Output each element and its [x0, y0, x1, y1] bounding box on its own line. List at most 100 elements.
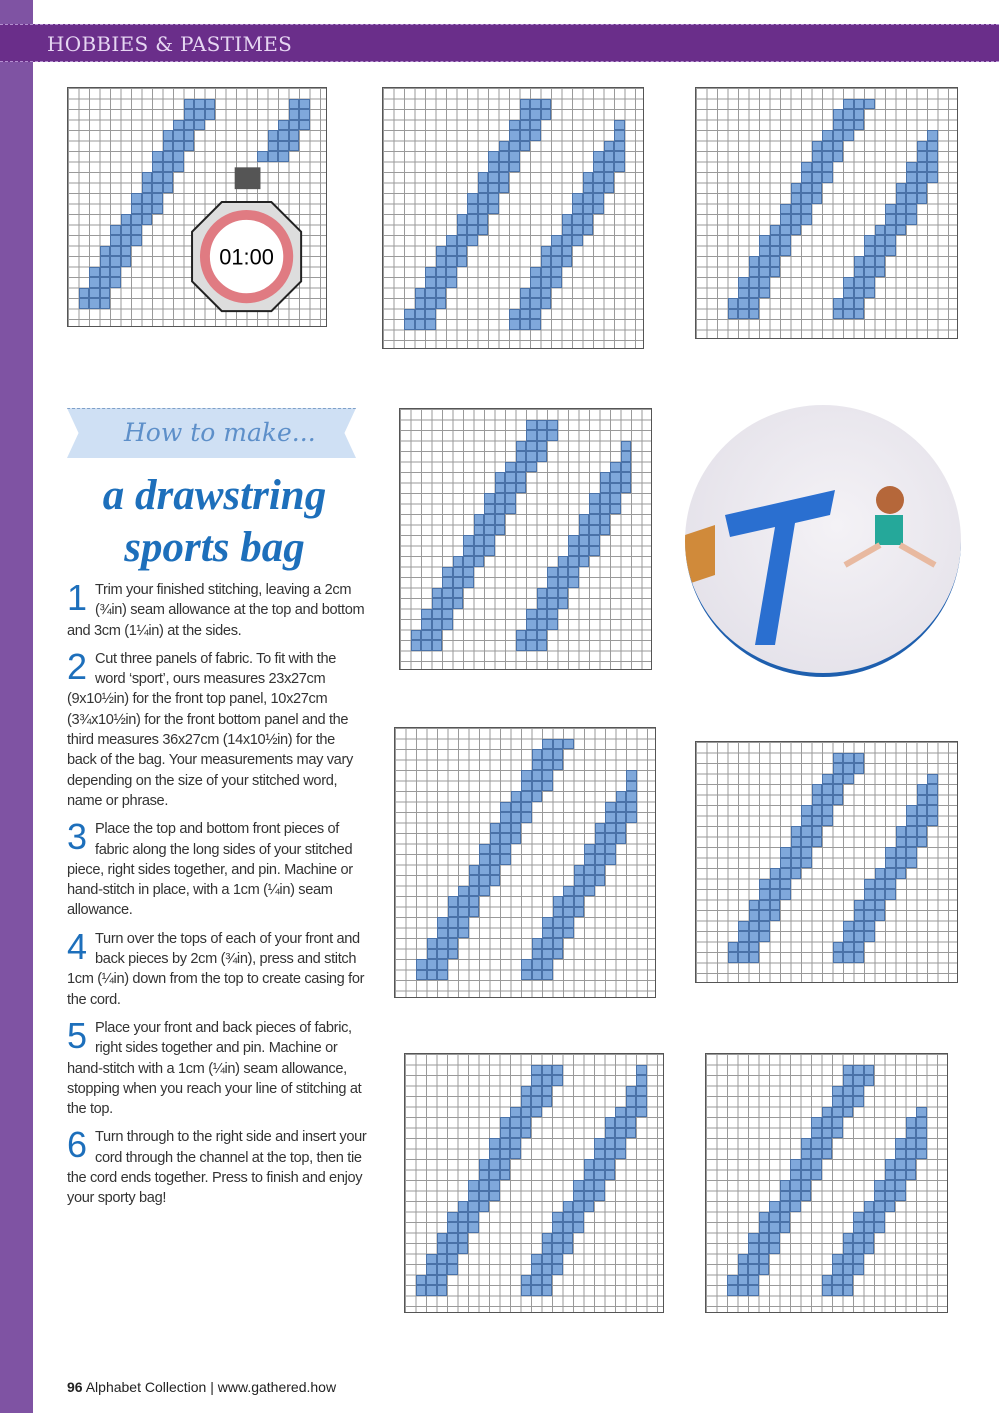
stitch-cell	[843, 298, 854, 309]
stitch-cell	[589, 535, 600, 546]
stitch-cell	[853, 119, 864, 130]
stitch-cell	[758, 1211, 769, 1222]
stitch-cell	[421, 640, 432, 651]
stitch-cell	[110, 245, 121, 256]
stitch-cell	[509, 130, 520, 141]
stitch-cell	[832, 1253, 843, 1264]
stitch-cell	[599, 493, 610, 504]
stitch-cell	[769, 266, 780, 277]
stitch-cell	[426, 948, 437, 959]
stitch-cell	[605, 854, 616, 865]
stitch-cell	[832, 151, 843, 162]
stitch-cell	[615, 833, 626, 844]
stitch-cell	[625, 1096, 636, 1107]
stitch-cell	[604, 1127, 615, 1138]
stitch-cell	[457, 1222, 468, 1233]
stitch-cell	[759, 245, 770, 256]
stitch-cell	[458, 885, 469, 896]
stitch-cell	[494, 503, 505, 514]
stitch-cell	[442, 608, 453, 619]
stitch-cell	[905, 1148, 916, 1159]
stitch-cell	[498, 161, 509, 172]
stitch-cell	[515, 640, 526, 651]
stitch-cell	[561, 256, 572, 267]
stitch-cell	[194, 109, 205, 120]
step-number: 4	[67, 928, 88, 967]
stitch-cell	[727, 941, 738, 952]
stitch-cell	[801, 193, 812, 204]
stitch-cell	[759, 910, 770, 921]
stitch-cell	[927, 130, 938, 141]
stitch-cell	[916, 151, 927, 162]
stitch-cell	[131, 235, 142, 246]
stitch-cell	[599, 524, 610, 535]
stitch-cell	[547, 608, 558, 619]
stitch-cell	[626, 801, 637, 812]
stitch-cell	[832, 1127, 843, 1138]
stitch-cell	[468, 885, 479, 896]
stitch-cell	[832, 784, 843, 795]
stitch-cell	[822, 805, 833, 816]
stitch-cell	[853, 1253, 864, 1264]
stitch-cell	[519, 130, 530, 141]
step-number: 2	[67, 648, 88, 687]
stitch-cell	[832, 119, 843, 130]
stitch-cell	[769, 1243, 780, 1254]
stitch-cell	[437, 969, 448, 980]
step-text: Turn over the tops of each of your front…	[67, 930, 365, 1008]
stitch-cell	[194, 98, 205, 109]
stitch-cell	[811, 836, 822, 847]
stitch-cell	[759, 889, 770, 900]
stitch-cell	[488, 151, 499, 162]
stitch-cell	[610, 472, 621, 483]
stitch-cell	[748, 910, 759, 921]
stitch-cell	[801, 815, 812, 826]
stitch-cell	[552, 1232, 563, 1243]
stitch-cell	[895, 1148, 906, 1159]
stitch-cell	[885, 857, 896, 868]
stitch-cell	[141, 172, 152, 183]
stitch-cell	[530, 287, 541, 298]
stitch-cell	[800, 1169, 811, 1180]
stitch-cell	[173, 161, 184, 172]
stitch-cell	[467, 214, 478, 225]
stitch-cell	[152, 193, 163, 204]
stitch-cell	[414, 308, 425, 319]
stitch-cell	[895, 847, 906, 858]
stitch-cell	[842, 1085, 853, 1096]
stitch-cell	[821, 1285, 832, 1296]
stitch-cell	[727, 952, 738, 963]
stitch-cell	[822, 130, 833, 141]
stitch-cell	[510, 801, 521, 812]
stitch-cell	[442, 577, 453, 588]
stitch-cell	[573, 896, 584, 907]
stitch-cell	[500, 812, 511, 823]
stitch-cell	[510, 822, 521, 833]
stitch-cell	[447, 1211, 458, 1222]
stitch-cell	[790, 203, 801, 214]
stitch-cell	[759, 931, 770, 942]
stitch-cell	[530, 308, 541, 319]
stitch-cell	[540, 256, 551, 267]
stitch-cell	[509, 308, 520, 319]
stitch-cell	[853, 298, 864, 309]
stitch-cell	[531, 770, 542, 781]
stitch-cell	[531, 1264, 542, 1275]
stitch-cell	[589, 514, 600, 525]
stitch-cell	[520, 1117, 531, 1128]
stitch-cell	[437, 927, 448, 938]
stitch-cell	[473, 524, 484, 535]
stitch-cell	[484, 535, 495, 546]
stitch-cell	[593, 161, 604, 172]
stitch-cell	[780, 868, 791, 879]
stitch-cell	[589, 503, 600, 514]
stitch-cell	[521, 969, 532, 980]
stitch-cell	[435, 298, 446, 309]
stitch-cell	[843, 773, 854, 784]
stitch-cell	[416, 959, 427, 970]
stitch-cell	[573, 906, 584, 917]
stitch-cell	[822, 794, 833, 805]
stitch-cell	[614, 130, 625, 141]
stitch-cell	[499, 1169, 510, 1180]
stitch-cell	[477, 214, 488, 225]
